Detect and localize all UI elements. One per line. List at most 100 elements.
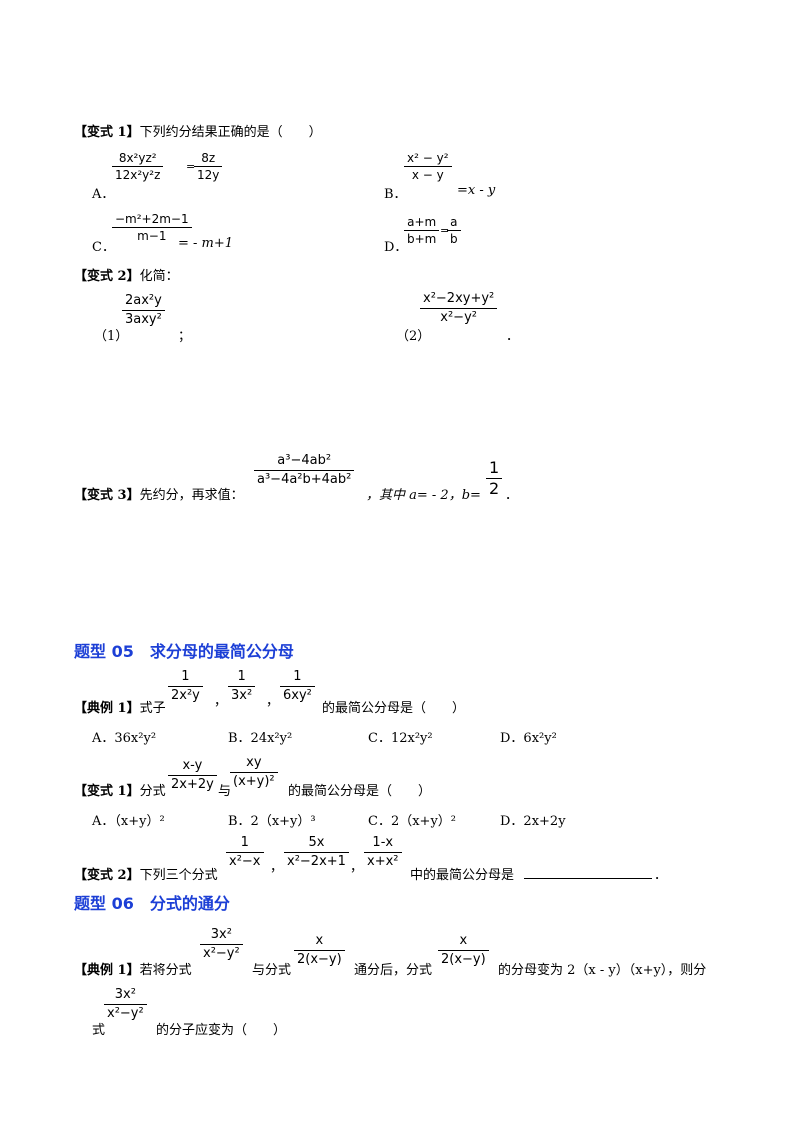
b2-pre: 下列三个分式 <box>139 868 218 883</box>
v3-text1: 先约分，再求值： <box>139 488 244 503</box>
v1-option-c-result: = - m+1 <box>178 236 234 251</box>
v2-tag: 【变式 2】 <box>74 269 140 284</box>
denominator: a³−4a²b+4ab² <box>257 472 352 487</box>
v2-part2-label: （2） <box>396 329 431 344</box>
denominator: x²−y² <box>203 946 240 961</box>
v1-option-a-label: A． <box>92 187 115 202</box>
denominator: 2 <box>489 479 500 498</box>
b1-tag: 【变式 1】 <box>74 784 140 799</box>
v3-end: ． <box>505 488 519 503</box>
denominator: 2(x−y) <box>297 952 342 967</box>
denominator: 2x+2y <box>171 777 214 792</box>
ex2-text6: 的分子应变为（ ） <box>156 1023 287 1038</box>
answer-blank[interactable] <box>524 864 652 879</box>
v2-part1-label: （1） <box>94 329 129 344</box>
denominator: 3x² <box>231 688 253 703</box>
b1-option-a: A．（x+y）² <box>92 814 165 829</box>
v1-option-b-label: B． <box>384 187 407 202</box>
ex1-fraction-2: 1 3x² <box>228 668 256 705</box>
denominator: x²−y² <box>440 310 477 325</box>
numerator: x-y <box>168 757 217 776</box>
ex2-tag: 【典例 1】 <box>74 963 140 978</box>
denominator: x²−2x+1 <box>287 854 346 869</box>
numerator: 1 <box>226 834 264 853</box>
numerator: 1 <box>280 668 315 687</box>
b1-option-b: B．2（x+y）³ <box>228 814 316 829</box>
b2-tag: 【变式 2】 <box>74 868 140 883</box>
v3-text2: ，其中 a= - 2，b= <box>366 488 481 503</box>
denominator: 6xy² <box>283 688 312 703</box>
ex2-text2: 与分式 <box>252 963 292 978</box>
v2-question: 【变式 2】化简： <box>74 265 179 284</box>
v1-tag: 【变式 1】 <box>74 125 140 140</box>
denominator: (x+y)² <box>233 774 275 789</box>
denominator: 2(x−y) <box>441 952 486 967</box>
ex1-fraction-3: 1 6xy² <box>280 668 315 705</box>
v1-option-c-label: C． <box>92 240 115 255</box>
v3-question: 【变式 3】先约分，再求值： <box>74 484 244 503</box>
denominator: b+m <box>407 232 437 246</box>
v1-option-a-equals: = <box>186 160 196 173</box>
ex2-text5: 式 <box>92 1023 106 1038</box>
b1-fraction-2: xy (x+y)² <box>230 754 278 791</box>
ex2-fraction-2: x 2(x−y) <box>294 932 345 969</box>
v2-part2-fraction: x²−2xy+y² x²−y² <box>420 290 498 327</box>
v2-part2-end: ． <box>506 329 520 344</box>
v1-option-a-result: 8z 12y <box>194 150 223 183</box>
v1-option-d-fraction: a+m b+m <box>404 214 440 247</box>
b2-fraction-1: 1 x²−x <box>226 834 264 871</box>
ex1-option-b: B．24x²y² <box>228 731 293 746</box>
v1-question: 【变式 1】下列约分结果正确的是（ ） <box>74 121 322 140</box>
ex1-option-c: C．12x²y² <box>368 731 433 746</box>
ex1-comma-2: ， <box>266 694 280 709</box>
b1-fraction-1: x-y 2x+2y <box>168 757 217 794</box>
b2-comma-2: ， <box>350 860 364 875</box>
numerator: xy <box>230 754 278 773</box>
denominator: x²−y² <box>107 1006 144 1021</box>
denominator: m−1 <box>137 229 167 243</box>
heading-type-05: 题型 05 求分母的最简公分母 <box>74 642 294 661</box>
ex2-fraction-3: x 2(x−y) <box>438 932 489 969</box>
denominator: 3axy² <box>125 312 162 327</box>
numerator: a <box>447 214 461 231</box>
ex1-pre: 式子 <box>139 701 166 716</box>
denominator: x+x² <box>367 854 399 869</box>
v3-fraction: a³−4ab² a³−4a²b+4ab² <box>254 452 355 489</box>
ex2-fraction-1: 3x² x²−y² <box>200 926 243 963</box>
b2-comma-1: ， <box>270 860 284 875</box>
heading-type-06: 题型 06 分式的通分 <box>74 894 230 913</box>
b1-option-c: C．2（x+y）² <box>368 814 456 829</box>
numerator: 1 <box>486 458 503 479</box>
v1-option-b-result: =x - y <box>457 183 496 198</box>
ex2-question-start: 【典例 1】若将分式 <box>74 959 192 978</box>
denominator: b <box>450 232 458 246</box>
b2-question-start: 【变式 2】下列三个分式 <box>74 864 218 883</box>
v1-question-text: 下列约分结果正确的是（ ） <box>139 125 322 140</box>
numerator: 2ax²y <box>122 292 165 311</box>
numerator: 5x <box>284 834 349 853</box>
v1-option-d-equals: = <box>440 224 450 237</box>
b2-fraction-3: 1-x x+x² <box>364 834 402 871</box>
b1-post: 的最简公分母是（ ） <box>288 784 432 799</box>
ex2-text1: 若将分式 <box>139 963 192 978</box>
numerator: a³−4ab² <box>254 452 355 471</box>
v1-option-a-fraction: 8x²yz² 12x²y²z <box>112 150 164 183</box>
ex1-post: 的最简公分母是（ ） <box>322 701 466 716</box>
b1-question-start: 【变式 1】分式 <box>74 780 166 799</box>
b2-fraction-2: 5x x²−2x+1 <box>284 834 349 871</box>
ex1-fraction-1: 1 2x²y <box>168 668 203 705</box>
numerator: x²−2xy+y² <box>420 290 498 309</box>
ex1-tag: 【典例 1】 <box>74 701 140 716</box>
numerator: −m²+2m−1 <box>112 211 192 228</box>
v3-b-fraction: 1 2 <box>486 458 503 499</box>
numerator: x <box>294 932 345 951</box>
ex2-text4: 的分母变为 2（x - y）（x+y），则分 <box>498 963 707 978</box>
b2-end: ． <box>654 868 668 883</box>
v3-tag: 【变式 3】 <box>74 488 140 503</box>
v1-option-d-result: a b <box>447 214 461 247</box>
numerator: 3x² <box>200 926 243 945</box>
numerator: x² − y² <box>404 150 452 167</box>
denominator: x − y <box>411 168 444 182</box>
numerator: 8z <box>194 150 223 167</box>
v1-option-d-label: D． <box>384 240 408 255</box>
